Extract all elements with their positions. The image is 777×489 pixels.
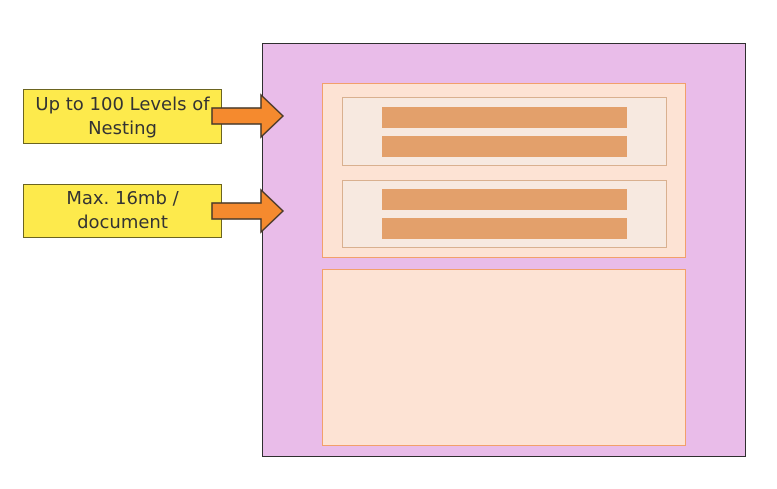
field-bar bbox=[382, 218, 627, 239]
right-arrow-icon bbox=[211, 188, 285, 234]
field-bar bbox=[382, 107, 627, 128]
right-arrow-icon bbox=[211, 93, 285, 139]
field-bar bbox=[382, 136, 627, 157]
nesting-limit-label: Up to 100 Levels of Nesting bbox=[23, 89, 222, 144]
field-bar bbox=[382, 189, 627, 210]
document-section-panel bbox=[322, 269, 686, 446]
document-size-label: Max. 16mb / document bbox=[23, 184, 222, 238]
